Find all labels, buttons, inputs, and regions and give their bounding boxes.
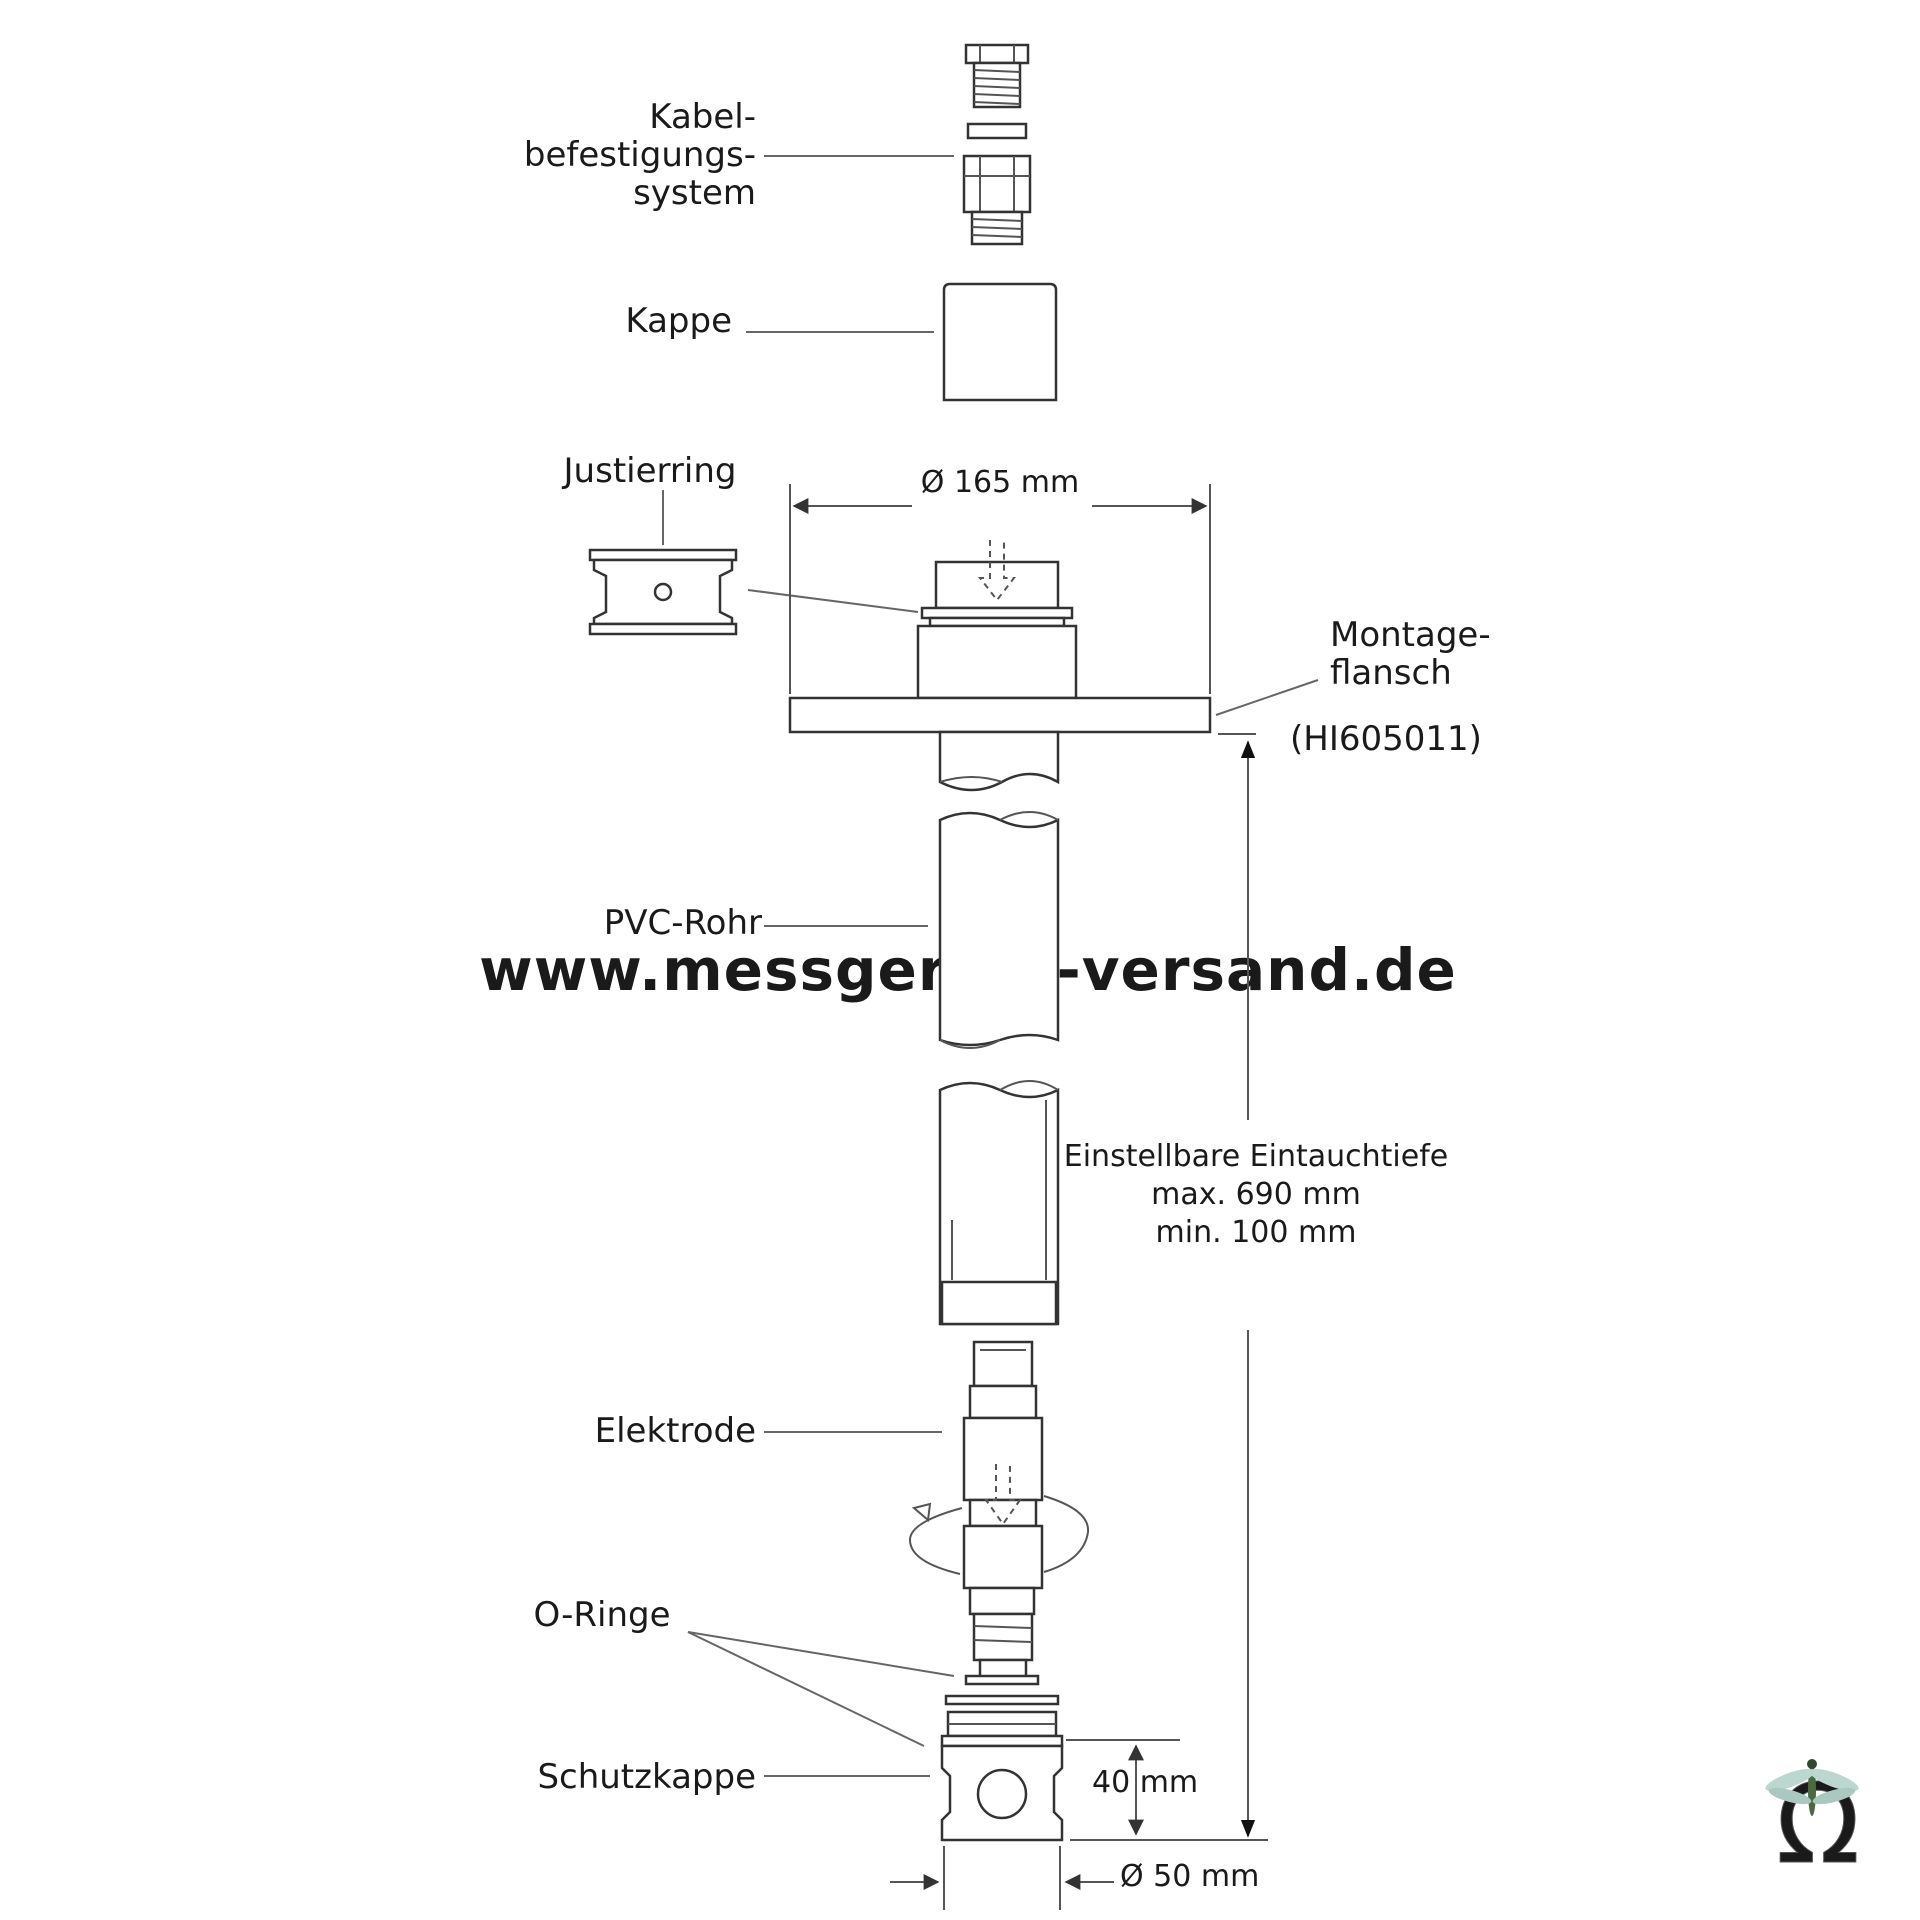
immersion-depth-line2: max. 690 mm [1151, 1177, 1361, 1212]
cable-fixing-label-line2: befestigungs- [524, 135, 756, 175]
pvc-pipe [764, 730, 1060, 1326]
protective-cap [764, 1710, 1180, 1910]
cable-fixing-label-line3: system [633, 173, 756, 213]
mounting-flange-label-line2: flansch [1330, 653, 1452, 693]
mounting-flange-label-line1: Montage- [1330, 615, 1491, 655]
cable-fixing-label-line1: Kabel- [649, 97, 756, 137]
electrode-label: Elektrode [595, 1411, 756, 1451]
model-code-label: (HI605011) [1290, 719, 1482, 759]
cap [746, 282, 1058, 402]
dragonfly-omega-logo: Ω [1765, 1759, 1861, 1889]
cap-height-label: 40 mm [1092, 1765, 1198, 1800]
immersion-depth-line3: min. 100 mm [1156, 1215, 1357, 1250]
protective-cap-label: Schutzkappe [537, 1757, 756, 1797]
immersion-depth-line1: Einstellbare Eintauchtiefe [1064, 1139, 1448, 1174]
cable-fixing-system [764, 43, 1032, 246]
immersion-depth-dimension [1070, 740, 1268, 1841]
adjusting-ring-label: Justierring [562, 451, 737, 491]
flange-diameter-label: Ø 165 mm [921, 465, 1079, 500]
mounting-flange [788, 484, 1319, 735]
pipe-diameter-label: Ø 50 mm [1120, 1859, 1259, 1894]
cap-label: Kappe [625, 301, 732, 341]
dragonfly-icon [1765, 1759, 1859, 1816]
pvc-pipe-label: PVC-Rohr [604, 903, 762, 943]
adjusting-ring [588, 490, 919, 636]
o-rings [687, 1631, 1060, 1747]
electrode [764, 1340, 1090, 1682]
o-rings-label: O-Ringe [533, 1595, 670, 1635]
